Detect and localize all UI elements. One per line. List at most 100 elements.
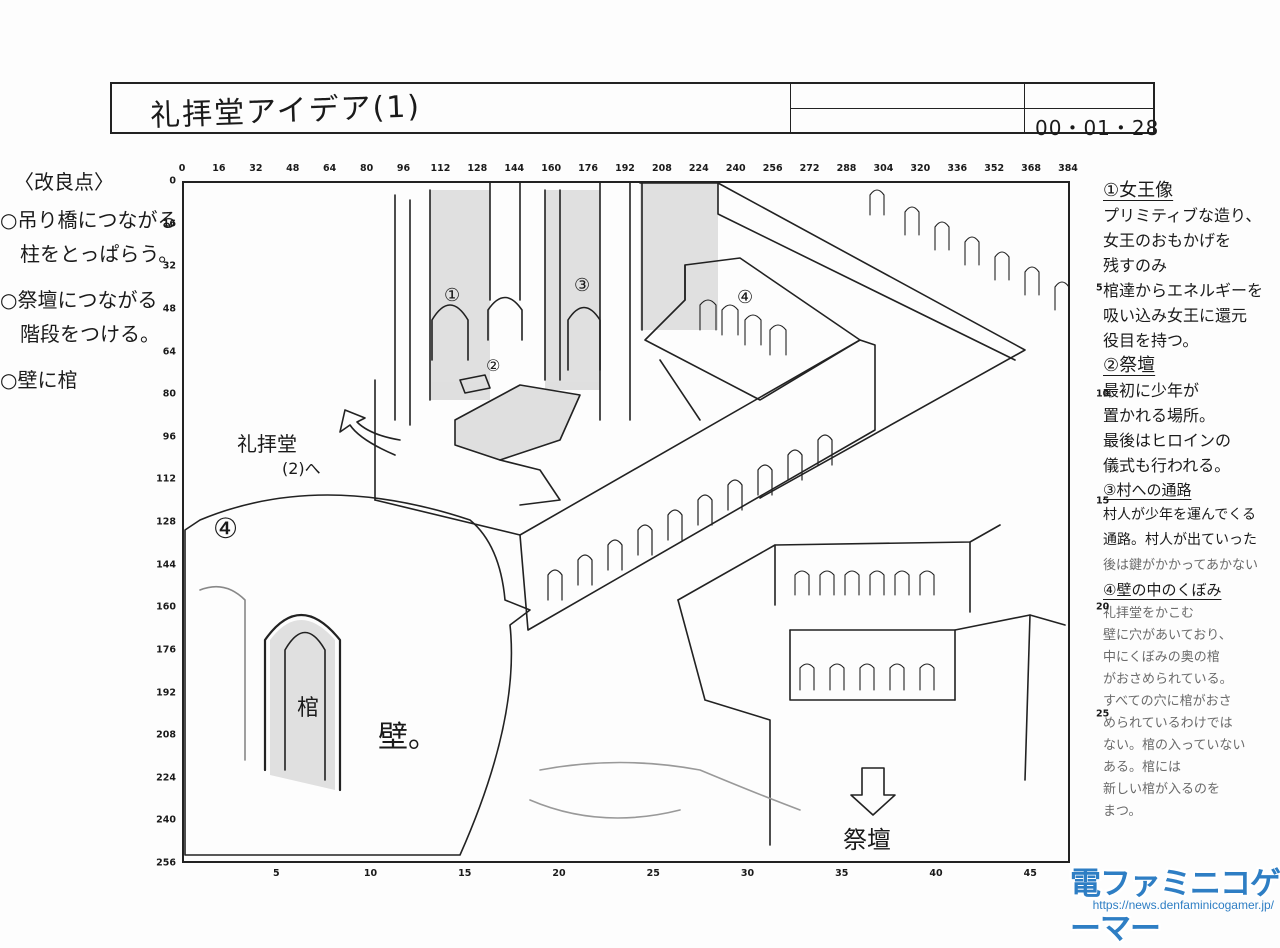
outer-wall-line [717,182,1016,361]
detail-marker-4: ④ [213,512,239,545]
arrow-label-chapel: 礼拝堂 [237,432,297,456]
note-line: 通路。村人が出ていった [1103,532,1257,548]
left-note-line: ○祭壇につながる [0,288,158,312]
note-header-wall-niche: ④壁の中のくぼみ [1103,581,1222,599]
detail-coffin [284,631,326,781]
top-axis-tick: 80 [359,163,374,174]
column-lines [599,182,643,421]
note-line: 残すのみ [1103,256,1168,275]
bottom-axis-tick: 45 [1023,868,1037,879]
marker-2: ② [486,356,501,375]
top-axis-tick: 176 [578,163,598,174]
note-line: まつ。 [1103,804,1142,819]
right-axis-tick: 25 [1096,708,1110,720]
right-notes: ①女王像 プリミティブな造り、 女王のおもかげを 残すのみ 棺達からエネルギーを… [1103,178,1280,823]
front-wall [519,339,876,631]
top-axis-tick: 16 [212,163,226,174]
top-axis-tick: 368 [1021,163,1041,174]
left-axis-tick: 48 [162,303,176,315]
altar-label: 祭壇 [843,826,891,854]
left-axis-tick: 240 [156,814,176,826]
wall-label: 壁。 [378,720,438,755]
bottom-axis-tick: 25 [646,868,660,879]
room2-niches [794,570,935,691]
title-hline [790,108,1153,109]
top-axis-tick: 336 [947,163,968,174]
top-axis-tick: 208 [651,163,672,174]
bottom-axis-tick: 5 [272,868,280,879]
note-line: 女王のおもかげを [1103,231,1232,250]
room2-left-wall [677,599,771,846]
left-notes: 〈改良点〉 ○吊り橋につながる 柱をとっぱらう。 ○祭壇につながる 階段をつける… [0,165,178,397]
bottom-axis-tick: 15 [458,868,472,879]
top-axis-tick: 64 [323,163,337,174]
top-axis-tick: 272 [799,163,820,174]
left-axis-tick: 0 [169,175,176,187]
note-line: プリミティブな造り、 [1103,206,1262,225]
top-axis-tick: 48 [286,163,300,174]
back-wall-niches [869,189,1070,311]
note-header-altar: ②祭壇 [1103,355,1156,376]
left-axis-tick: 128 [156,516,176,528]
left-axis-tick: 224 [156,772,176,784]
note-line: ある。棺には [1103,760,1182,775]
bottom-axis-tick: 30 [740,868,755,879]
left-axis-tick: 176 [156,644,176,656]
logo-url: https://news.denfaminicogamer.jp/ [1092,898,1274,912]
note-line: 村人が少年を運んでくる [1103,507,1257,523]
title-frame [110,82,1155,134]
outer-wall-line [639,182,1026,499]
arch-statue [431,304,469,361]
left-axis-tick: 112 [156,473,176,485]
column-lines [489,182,561,381]
floor-sketch [539,761,801,811]
left-notes-heading: 〈改良点〉 [14,170,114,194]
bottom-axis-tick: 20 [552,868,566,879]
left-axis-tick: 256 [156,857,176,869]
left-axis-tick: 96 [162,431,176,443]
room2-right-wall [954,614,1031,781]
altar-book [459,374,491,394]
note-line: ない。棺の入っていない [1103,738,1246,753]
left-note-line: ○吊り橋につながる [0,208,178,232]
left-axis-tick: 80 [162,388,176,400]
arch-passage [567,306,601,371]
note-line: 最初に少年が [1103,381,1200,400]
drawing-frame [182,181,1070,863]
left-axis-tick: 144 [156,559,176,571]
room2-mid-ledge [789,614,1066,631]
left-axis-tick: 16 [162,218,176,230]
left-axis-tick: 208 [156,729,176,741]
left-axis-tick: 192 [156,687,176,698]
top-axis-tick: 96 [396,163,411,174]
pencil-shading [270,183,718,790]
right-axis-tick: 5 [1096,282,1103,294]
top-axis-tick: 352 [984,163,1005,174]
left-axis-tick: 32 [162,260,176,272]
column-lines [394,189,431,426]
room2-back-wall [774,541,971,613]
note-line: 礼拝堂をかこむ [1103,606,1195,621]
front-wall-niches [547,434,833,601]
top-axis-tick: 384 [1058,163,1078,174]
note-line: がおさめられている。 [1103,672,1233,687]
top-axis-tick: 112 [430,163,451,174]
bottom-axis-tick: 35 [835,868,849,879]
front-floor-edge [374,499,521,536]
top-axis-tick: 256 [762,163,783,174]
top-axis-tick: 240 [725,163,746,174]
altar-steps [499,459,561,506]
curved-arrow [339,409,401,456]
marker-1: ① [444,285,461,306]
date-stamp: 00・01・28 [1035,116,1160,140]
altar-platform [454,384,581,461]
coffin-label: 棺 [297,696,320,721]
left-axis-tick: 64 [162,346,176,357]
note-line: すべての穴に棺がおさ [1103,694,1232,709]
right-axis-tick: 20 [1096,601,1110,613]
detail-wall-edge [199,585,246,761]
note-line: 新しい棺が入るのを [1103,782,1221,797]
room2-top-edge [677,524,1001,601]
top-axis-tick: 224 [688,163,709,174]
detail-arch [263,614,342,792]
